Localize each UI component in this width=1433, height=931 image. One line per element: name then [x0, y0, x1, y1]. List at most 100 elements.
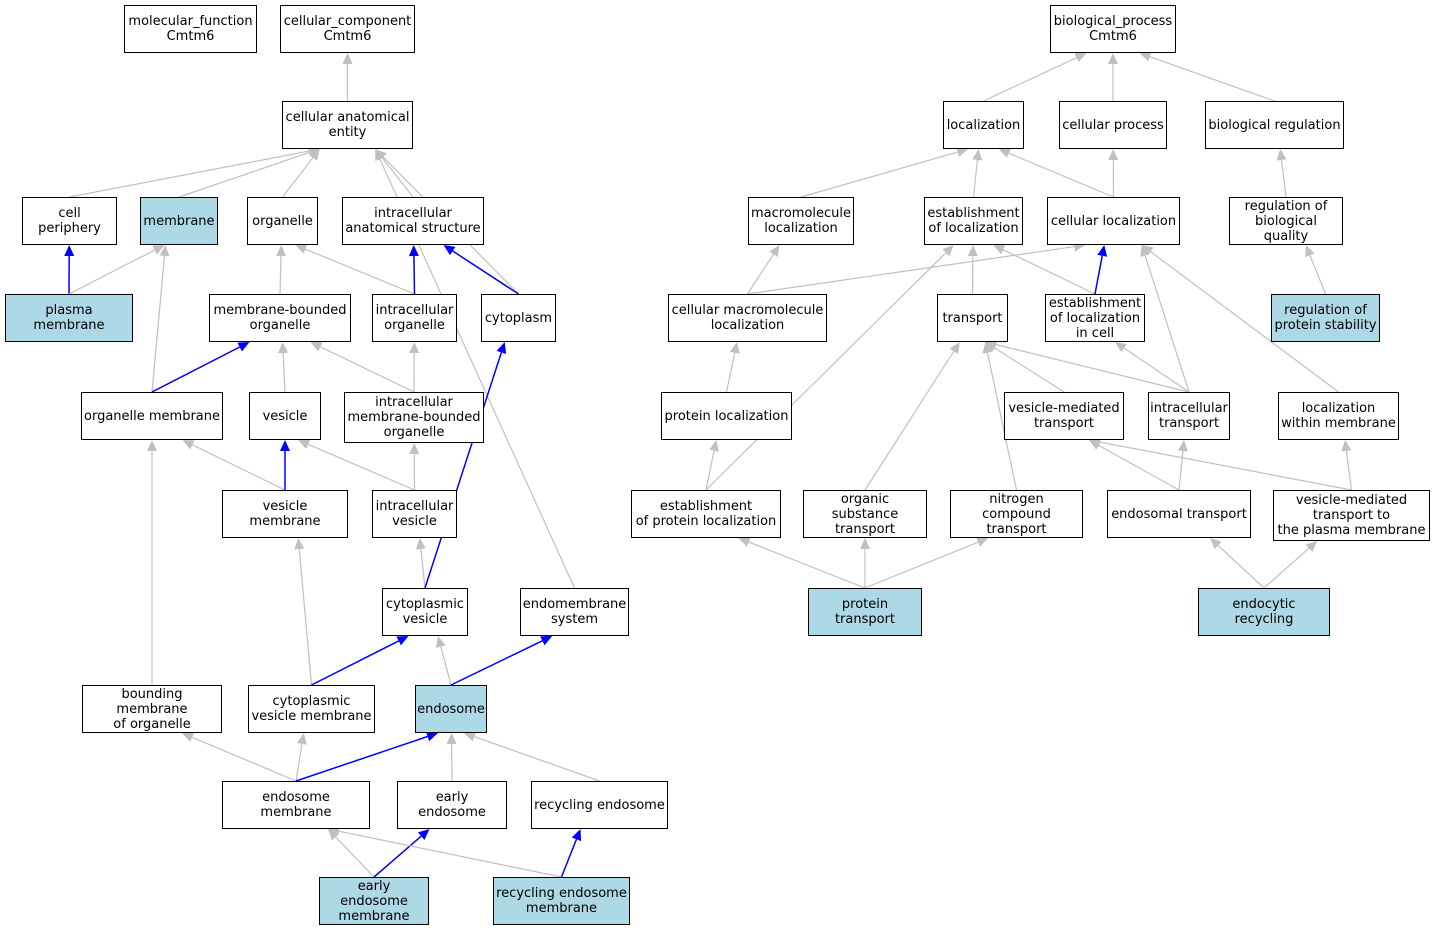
edge-line — [338, 830, 562, 878]
node-recycling-endosome[interactable]: recycling endosome — [531, 781, 668, 829]
node-cytoplasm[interactable]: cytoplasm — [481, 294, 556, 342]
node-vesicle[interactable]: vesicle — [249, 392, 321, 440]
node-cytoplasmic-vesicle-membrane[interactable]: cytoplasmic vesicle membrane — [248, 685, 375, 733]
edge-line — [295, 743, 303, 782]
edge-line — [381, 157, 414, 198]
edge-arrowhead — [860, 538, 870, 549]
node-cytoplasmic-vesicle[interactable]: cytoplasmic vesicle — [382, 588, 468, 636]
edge-pt-to-nct — [864, 537, 989, 589]
node-membrane[interactable]: membrane — [140, 197, 218, 245]
edge-line — [1098, 444, 1180, 491]
edge-arrowhead — [446, 733, 457, 745]
node-cell-periphery[interactable]: cell periphery — [22, 197, 117, 245]
edge-iv-to-imbo — [409, 443, 420, 491]
edge-org-to-cae — [282, 149, 320, 198]
edge-trans-to-eloc — [967, 245, 978, 295]
edge-arrowhead — [1276, 149, 1287, 161]
node-establishment-of-localization[interactable]: establishment of localization — [924, 197, 1023, 245]
edge-arrowhead — [942, 245, 954, 257]
edge-line — [1309, 254, 1327, 295]
node-early-endosome[interactable]: early endosome — [397, 781, 507, 829]
node-membrane-bounded-organelle[interactable]: membrane-bounded organelle — [209, 294, 351, 342]
node-endomembrane-system[interactable]: endomembrane system — [520, 588, 629, 636]
node-bounding-membrane-of-organelle[interactable]: bounding membrane of organelle — [82, 685, 222, 733]
node-organic-substance-transport[interactable]: organic substance transport — [803, 490, 927, 538]
edge-em-to-bmo — [182, 732, 297, 782]
node-establishment-of-localization-in-cell[interactable]: establishment of localization in cell — [1045, 294, 1145, 342]
edge-line — [420, 548, 426, 589]
edge-lwm-to-cloc — [1141, 245, 1339, 393]
node-recycling-endosome-membrane[interactable]: recycling endosome membrane — [493, 877, 630, 925]
node-localization-within-membrane[interactable]: localization within membrane — [1278, 392, 1399, 440]
node-regulation-of-biological-quality[interactable]: regulation of biological quality — [1229, 197, 1343, 245]
edge-line — [69, 150, 310, 198]
node-endosome[interactable]: endosome — [415, 685, 487, 733]
node-vesicle-mediated-transport[interactable]: vesicle-mediated transport — [1004, 392, 1124, 440]
node-intracellular-organelle[interactable]: intracellular organelle — [372, 294, 457, 342]
edge-line — [1008, 152, 1114, 198]
edge-arrowhead — [949, 342, 960, 354]
node-plasma-membrane[interactable]: plasma membrane — [5, 294, 133, 342]
edge-arrowhead — [309, 149, 320, 161]
node-endosome-membrane[interactable]: endosome membrane — [222, 781, 370, 829]
node-endocytic-recycling[interactable]: endocytic recycling — [1198, 588, 1330, 636]
node-cellular-component[interactable]: cellular_component Cmtm6 — [280, 5, 415, 53]
edge-line — [1150, 251, 1339, 393]
edge-arrowhead — [147, 440, 157, 451]
edge-imbo-to-io — [409, 342, 420, 393]
edge-arrowhead — [310, 342, 323, 352]
node-cellular-anatomical-entity[interactable]: cellular anatomical entity — [282, 101, 413, 149]
node-cellular-localization[interactable]: cellular localization — [1047, 197, 1180, 245]
edge-arrowhead — [278, 342, 289, 354]
edge-em-to-endo — [295, 731, 438, 782]
edge-line — [1123, 347, 1190, 393]
node-protein-transport[interactable]: protein transport — [808, 588, 922, 636]
edge-arrowhead — [1210, 538, 1222, 550]
edge-arrowhead — [417, 829, 430, 840]
edge-endo-to-cv — [435, 636, 452, 686]
edge-line — [373, 835, 422, 878]
edge-line — [279, 255, 282, 295]
edge-arrowhead — [1139, 51, 1152, 62]
edge-arrowhead — [182, 732, 195, 742]
edge-line — [320, 346, 415, 393]
edge-arrowhead — [1341, 440, 1352, 452]
node-cellular-process[interactable]: cellular process — [1059, 101, 1167, 149]
node-cellular-macromolecule-localization[interactable]: cellular macromolecule localization — [668, 294, 827, 342]
node-establishment-of-protein-localization[interactable]: establishment of protein localization — [631, 490, 781, 538]
edge-line — [1149, 56, 1275, 102]
edge-vm-to-ves — [280, 440, 290, 490]
edge-ploc-to-cmloc — [725, 342, 740, 393]
node-intracellular-membrane-bounded-organelle[interactable]: intracellular membrane-bounded organelle — [344, 392, 484, 443]
node-macromolecule-localization[interactable]: macromolecule localization — [748, 197, 854, 245]
node-vesicle-mediated-transport-to-plasma-membrane[interactable]: vesicle-mediated transport to the plasma… — [1273, 490, 1430, 541]
edge-cyto-to-ias — [443, 245, 519, 295]
edge-loc-to-bp — [983, 53, 1087, 102]
node-protein-localization[interactable]: protein localization — [661, 392, 792, 440]
node-organelle[interactable]: organelle — [247, 197, 318, 245]
node-endosomal-transport[interactable]: endosomal transport — [1107, 490, 1251, 538]
edge-arrowhead — [1108, 53, 1118, 64]
edge-eploc-to-ploc — [705, 440, 719, 491]
edge-line — [295, 735, 428, 782]
node-intracellular-transport[interactable]: intracellular transport — [1148, 392, 1230, 440]
edge-line — [1144, 255, 1190, 393]
node-biological-process[interactable]: biological_process Cmtm6 — [1050, 5, 1176, 53]
node-organelle-membrane[interactable]: organelle membrane — [81, 392, 223, 440]
edge-line — [282, 352, 286, 393]
node-transport[interactable]: transport — [937, 294, 1008, 342]
node-intracellular-vesicle[interactable]: intracellular vesicle — [372, 490, 457, 538]
edge-arrowhead — [415, 538, 426, 550]
node-molecular-function[interactable]: molecular_function Cmtm6 — [124, 5, 257, 53]
node-vesicle-membrane[interactable]: vesicle membrane — [222, 490, 348, 538]
node-early-endosome-membrane[interactable]: early endosome membrane — [319, 877, 429, 925]
node-biological-regulation[interactable]: biological regulation — [1205, 101, 1344, 149]
node-intracellular-anatomical-structure[interactable]: intracellular anatomical structure — [342, 197, 484, 245]
edge-arrowhead — [1305, 245, 1315, 258]
node-regulation-of-protein-stability[interactable]: regulation of protein stability — [1271, 294, 1380, 342]
node-localization[interactable]: localization — [943, 101, 1024, 149]
edge-eem-to-ee — [373, 829, 430, 878]
edge-rps-to-rbq — [1305, 245, 1327, 295]
node-nitrogen-compound-transport[interactable]: nitrogen compound transport — [950, 490, 1083, 538]
